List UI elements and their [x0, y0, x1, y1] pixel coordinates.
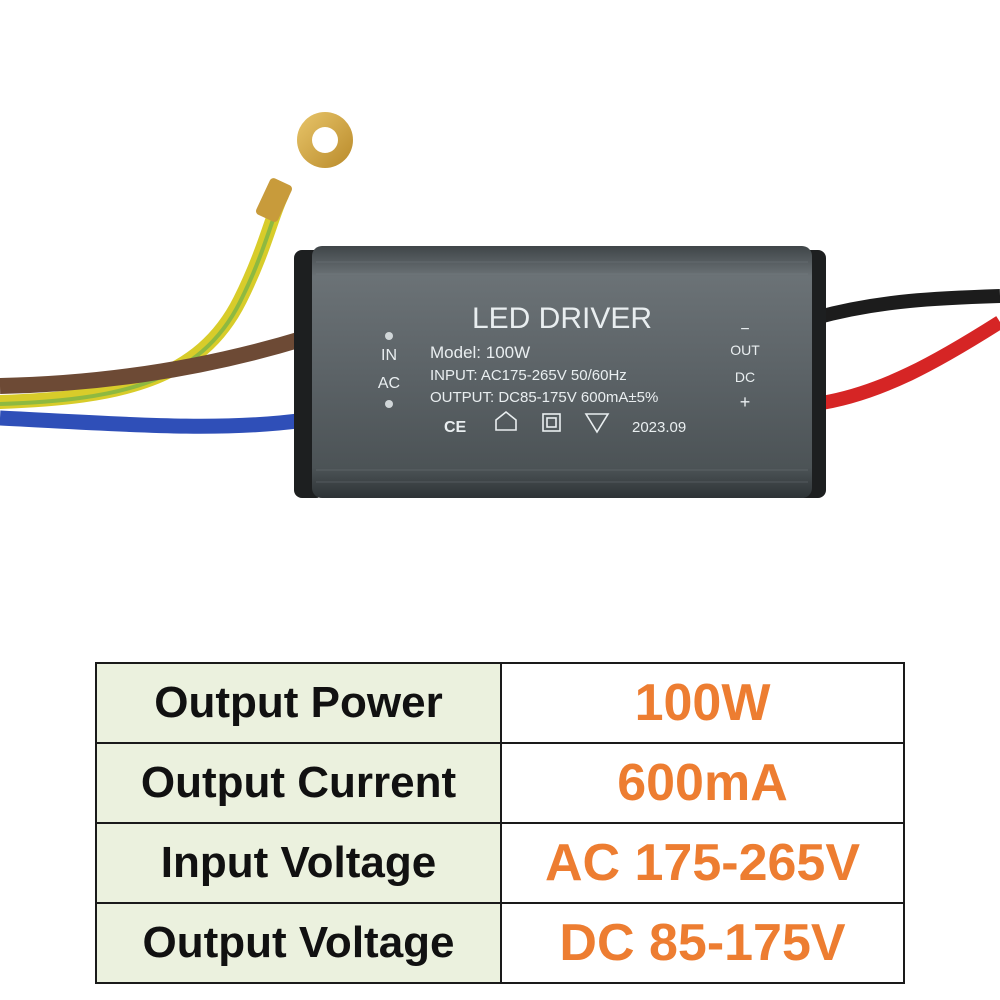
spec-value: DC 85-175V — [500, 902, 905, 984]
spec-label: Output Power — [95, 662, 502, 744]
spec-table: Output Power 100W Output Current 600mA I… — [95, 662, 905, 984]
f-mark-icon — [584, 413, 610, 434]
product-model: Model: 100W — [430, 343, 530, 362]
manufacture-date: 2023.09 — [632, 419, 686, 436]
spec-label: Output Current — [95, 742, 502, 824]
minus-label: − — [740, 321, 749, 338]
table-row: Output Current 600mA — [95, 742, 905, 824]
out-label: OUT — [730, 342, 760, 358]
product-title: LED DRIVER — [472, 302, 652, 335]
spec-label: Input Voltage — [95, 822, 502, 904]
terminal-crimp — [255, 178, 293, 222]
in-dot-top — [385, 332, 393, 340]
led-driver-photo: LED DRIVER Model: 100W INPUT: AC175-265V… — [0, 112, 1000, 498]
brown-wire — [0, 330, 308, 394]
driver-housing — [312, 246, 812, 498]
product-input-spec: INPUT: AC175-265V 50/60Hz — [430, 367, 627, 384]
plus-label: + — [740, 392, 751, 412]
in-label: IN — [381, 347, 397, 364]
house-icon — [495, 410, 517, 431]
spec-label: Output Voltage — [95, 902, 502, 984]
spec-value: 600mA — [500, 742, 905, 824]
table-row: Output Power 100W — [95, 662, 905, 744]
double-square-icon — [542, 413, 561, 432]
ac-label: AC — [378, 375, 400, 392]
table-row: Input Voltage AC 175-265V — [95, 822, 905, 904]
blue-wire — [0, 410, 307, 434]
table-row: Output Voltage DC 85-175V — [95, 902, 905, 984]
dc-label: DC — [735, 369, 755, 385]
ce-mark: CE — [444, 419, 467, 436]
spec-value: AC 175-265V — [500, 822, 905, 904]
product-output-spec: OUTPUT: DC85-175V 600mA±5% — [430, 389, 658, 406]
black-wire — [813, 289, 1000, 325]
in-dot-bottom — [385, 400, 393, 408]
spec-value: 100W — [500, 662, 905, 744]
red-wire — [814, 316, 1000, 411]
